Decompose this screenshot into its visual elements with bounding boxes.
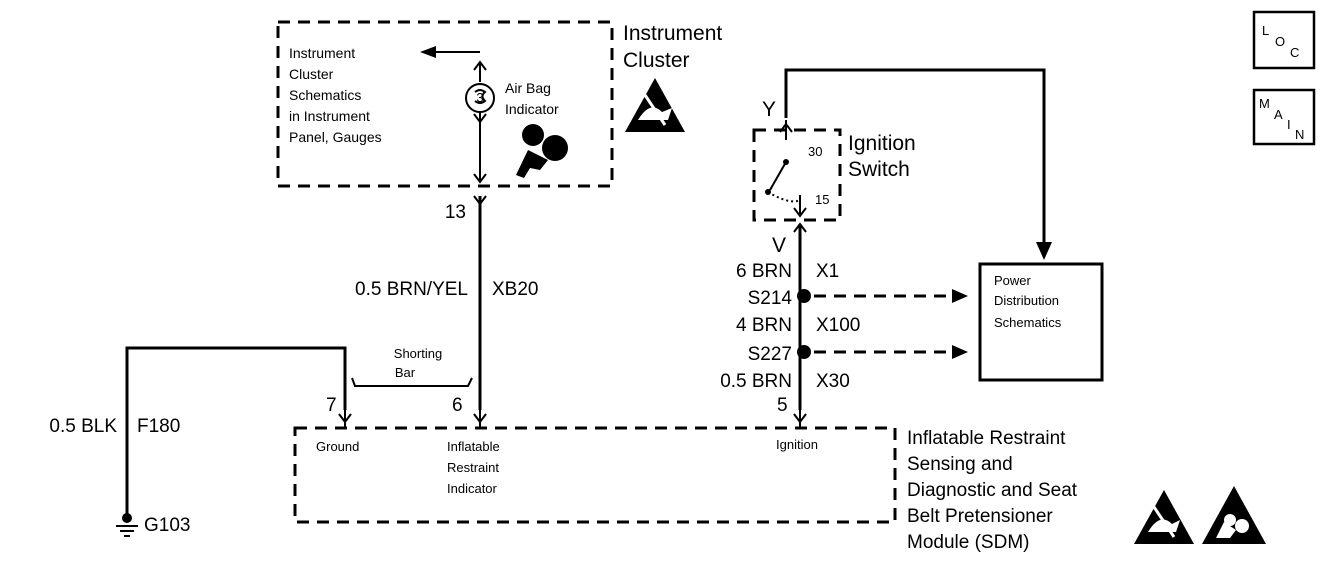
cluster-pin-13: 13 [445, 202, 466, 223]
sdm-title-3: Diagnostic and Seat [907, 480, 1078, 501]
sdm-pin-ground-label: Ground [316, 439, 359, 454]
sdm-pin-ignition: 5 [777, 395, 788, 416]
loc-button-o: O [1275, 34, 1285, 49]
power-dist-line-3: Schematics [994, 315, 1062, 330]
ignition-switch-title-2: Switch [848, 158, 910, 181]
loc-button-l: L [1262, 23, 1269, 38]
main-button-i: I [1287, 117, 1291, 132]
s227-arrow-icon [952, 345, 968, 359]
instrument-cluster: Instrument Cluster Instrument Cluster Sc… [276, 20, 722, 188]
instrument-cluster-title-1: Instrument [623, 22, 722, 45]
main-button-m: M [1259, 96, 1270, 111]
sdm-title-4: Belt Pretensioner [907, 506, 1053, 527]
loc-button-frame [1252, 10, 1316, 70]
ignition-switch-title-1: Ignition [848, 132, 916, 155]
loc-button[interactable]: L O C [1252, 10, 1316, 70]
cluster-schematics-line-2: Cluster [289, 66, 334, 82]
airbag-indicator-label-2: Indicator [505, 101, 559, 117]
sdm-title-5: Module (SDM) [907, 532, 1029, 553]
airbag-indicator-icon [516, 124, 568, 178]
cluster-schematics-line-1: Instrument [289, 45, 355, 61]
loc-button-c: C [1290, 45, 1299, 60]
shorting-bar-label-1: Shorting [394, 346, 442, 361]
cluster-schematics-link[interactable]: Instrument Cluster Schematics in Instrum… [289, 45, 382, 145]
ign-circuit-1: X1 [816, 261, 839, 282]
airbag-warning-icon [1202, 486, 1266, 544]
ground-wire [125, 346, 347, 514]
sdm-module: 7 Ground 6 Inflatable Restraint Indicato… [293, 395, 1266, 553]
s214-arrow-icon [952, 289, 968, 303]
ignition-pos-15: 15 [815, 192, 829, 207]
airbag-indicator-label-1: Air Bag [505, 80, 551, 96]
ign-wire-1-color: 6 BRN [736, 261, 792, 282]
ignition-switch: Ignition Switch Y 30 15 V [752, 98, 916, 257]
splice-s214 [797, 289, 811, 303]
esd-warning-icon [625, 78, 685, 132]
sdm-esd-warning-icon [1134, 490, 1194, 544]
cluster-schematics-line-3: Schematics [289, 87, 361, 103]
ignition-input-terminal: Y [762, 98, 776, 121]
sdm-pin-ignition-label: Ignition [776, 437, 818, 452]
ground-symbol-icon [116, 513, 138, 537]
cluster-schematics-line-4: in Instrument [289, 108, 370, 124]
main-button-a: A [1274, 107, 1283, 122]
battery-feed-wire [784, 68, 1046, 244]
power-distribution-box [978, 262, 1104, 382]
ignition-switch-box [752, 128, 842, 222]
sdm-pin-indicator-label-2: Restraint [447, 460, 499, 475]
power-distribution-link[interactable]: Power Distribution Schematics [978, 262, 1104, 382]
cluster-schematics-line-5: Panel, Gauges [289, 129, 382, 145]
ignition-output-terminal: V [772, 234, 786, 257]
indicator-circuit-number: XB20 [492, 279, 538, 300]
power-dist-line-2: Distribution [994, 293, 1059, 308]
splice-s214-label: S214 [748, 288, 793, 309]
main-button-n: N [1295, 127, 1304, 142]
main-button[interactable]: M A I N [1252, 88, 1316, 146]
instrument-cluster-box [276, 20, 614, 188]
sdm-pin-ground: 7 [326, 395, 337, 416]
indicator-wire-color: 0.5 BRN/YEL [355, 279, 468, 300]
ign-wire-2-color: 4 BRN [736, 315, 792, 336]
ign-wire-3-color: 0.5 BRN [720, 371, 792, 392]
splice-s227 [797, 345, 811, 359]
splice-s227-label: S227 [748, 344, 792, 365]
ign-circuit-2: X100 [816, 315, 860, 336]
sdm-pin-indicator-label-1: Inflatable [447, 439, 500, 454]
ground-point-label: G103 [144, 515, 190, 536]
power-feed-arrow-icon [1036, 242, 1052, 260]
ground-wire-color: 0.5 BLK [49, 416, 117, 437]
indicator-number: 3 [476, 90, 483, 105]
instrument-cluster-title-2: Cluster [623, 49, 690, 72]
ignition-pos-30: 30 [808, 144, 822, 159]
main-button-frame [1252, 88, 1316, 146]
schematics-arrow-icon [420, 46, 436, 58]
shorting-bar [351, 377, 473, 387]
sdm-title-2: Sensing and [907, 454, 1013, 475]
sdm-title-1: Inflatable Restraint [907, 428, 1066, 449]
switch-contact-icon [769, 161, 787, 191]
sdm-pin-indicator: 6 [452, 395, 463, 416]
ign-circuit-3: X30 [816, 371, 850, 392]
sdm-box [293, 426, 897, 524]
power-dist-line-1: Power [994, 273, 1032, 288]
ground-circuit-number: F180 [137, 416, 180, 437]
shorting-bar-label-2: Bar [395, 365, 416, 380]
sdm-pin-indicator-label-3: Indicator [447, 481, 498, 496]
